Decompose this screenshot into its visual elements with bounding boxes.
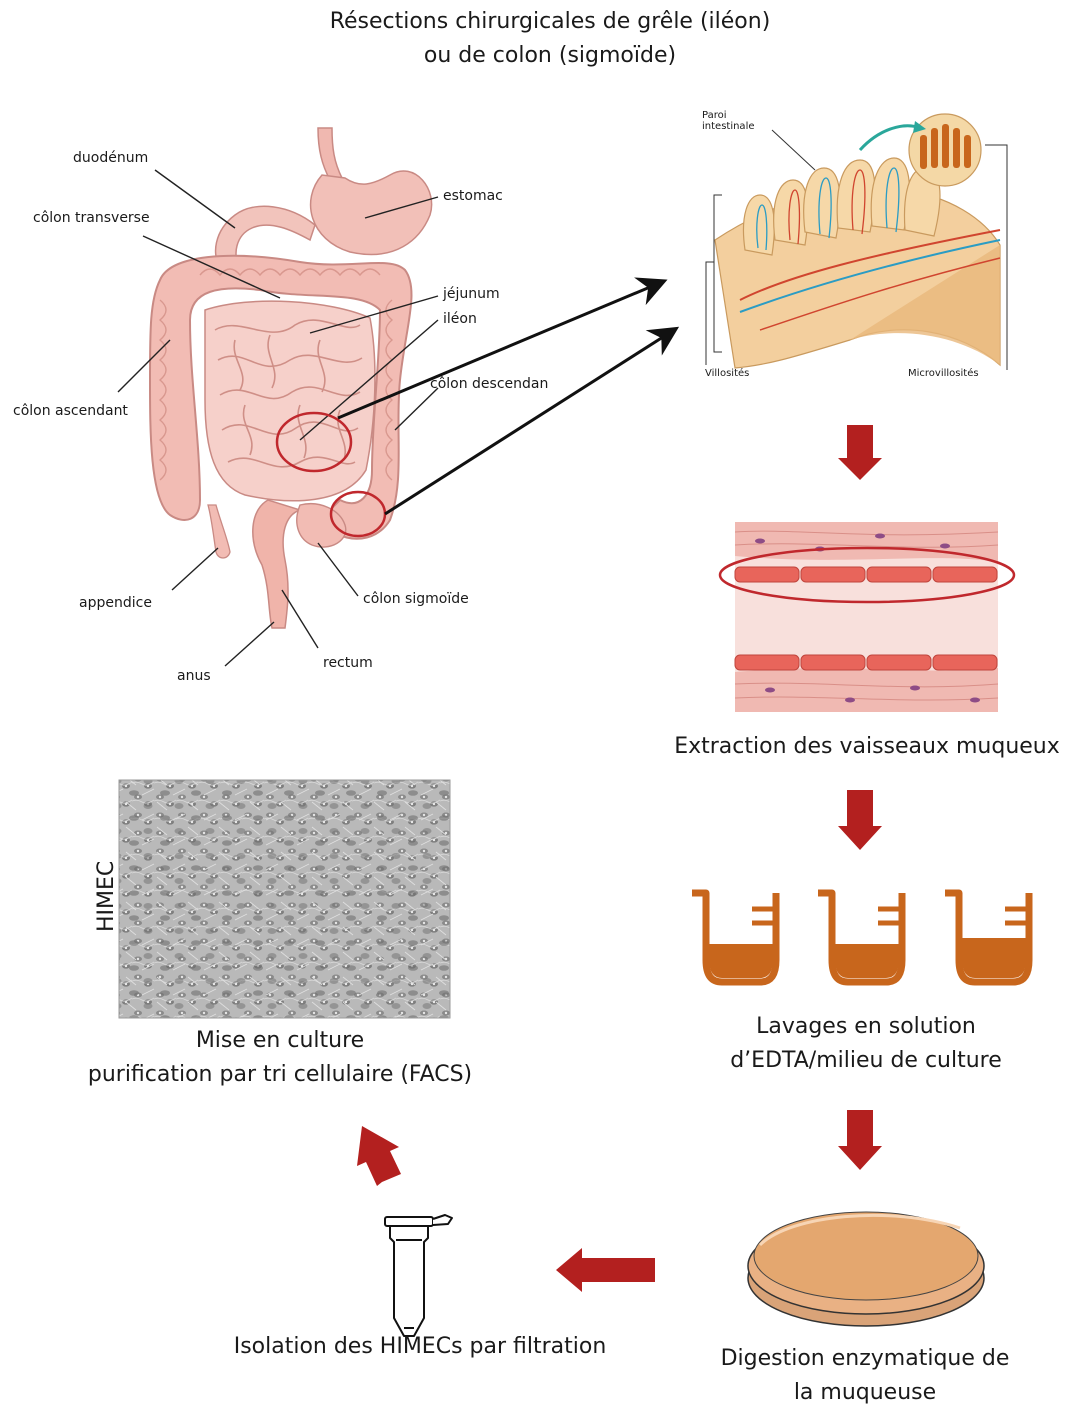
himec-micrograph-image	[119, 780, 450, 1018]
label-microvillosites: Microvillosités	[908, 368, 979, 379]
red-arrow-up	[357, 1126, 401, 1186]
red-arrow-down-2	[838, 790, 882, 850]
petri-dish-illustration	[748, 1212, 984, 1326]
label-appendice: appendice	[79, 595, 152, 611]
label-villosites: Villosités	[705, 368, 749, 379]
caption-lavages: Lavages en solution d’EDTA/milieu de cul…	[680, 1010, 1052, 1078]
eppendorf-tube-illustration	[385, 1215, 452, 1336]
label-colon-sigmoide: côlon sigmoïde	[363, 591, 469, 607]
caption-culture: Mise en culture purification par tri cel…	[60, 1024, 500, 1092]
vessel-illustration	[720, 522, 1014, 712]
label-ileon: iléon	[443, 311, 477, 327]
arrow-sigmoid-to-wall	[385, 330, 674, 514]
label-colon-transverse: côlon transverse	[33, 210, 150, 226]
intestinal-wall-illustration	[706, 114, 1007, 370]
label-jejunum: jéjunum	[443, 286, 500, 302]
caption-extraction: Extraction des vaisseaux muqueux	[650, 730, 1084, 764]
red-arrow-left	[556, 1248, 655, 1292]
caption-digestion: Digestion enzymatique de la muqueuse	[690, 1342, 1040, 1410]
label-estomac: estomac	[443, 188, 503, 204]
label-himec: HIMEC	[94, 861, 119, 932]
label-anus: anus	[177, 668, 211, 684]
title-line-1: Résections chirurgicales de grêle (iléon…	[230, 5, 870, 39]
title-line-2: ou de colon (sigmoïde)	[230, 39, 870, 73]
red-arrow-down-3	[838, 1110, 882, 1170]
caption-isolation: Isolation des HIMECs par filtration	[195, 1330, 645, 1364]
label-duodenum: duodénum	[73, 150, 148, 166]
beakers-illustration	[692, 893, 1029, 982]
title: Résections chirurgicales de grêle (iléon…	[230, 5, 870, 73]
label-colon-ascendant: côlon ascendant	[13, 403, 128, 419]
label-paroi-intestinale: Paroi intestinale	[702, 110, 755, 132]
red-arrow-down-1	[838, 425, 882, 480]
label-rectum: rectum	[323, 655, 373, 671]
label-colon-descendant: côlon descendan	[430, 376, 548, 392]
